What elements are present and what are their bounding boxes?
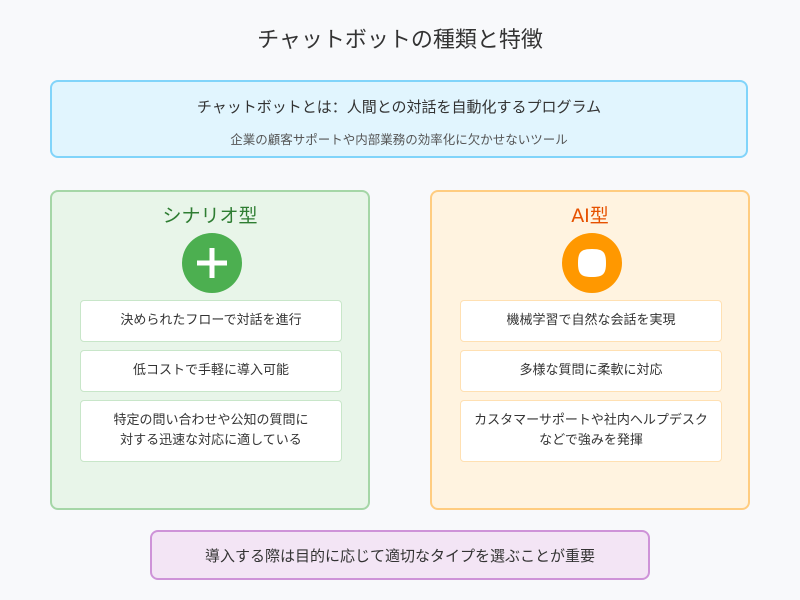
definition-box: チャットボットとは：人間との対話を自動化するプログラム 企業の顧客サポートや内部… <box>50 80 748 158</box>
circle-icon <box>562 233 622 293</box>
ai-feature-item: 多様な質問に柔軟に対応 <box>460 350 722 392</box>
scenario-feature-item: 特定の問い合わせや公知の質問に 対する迅速な対応に適している <box>80 400 342 462</box>
scenario-feature-item: 低コストで手軽に導入可能 <box>80 350 342 392</box>
page-title: チャットボットの種類と特徴 <box>257 28 543 53</box>
ai-feature-item: 機械学習で自然な会話を実現 <box>460 300 722 342</box>
conclusion-box: 導入する際は目的に応じて適切なタイプを選ぶことが重要 <box>150 530 650 580</box>
scenario-type-title: シナリオ型 <box>162 205 258 227</box>
ai-type-title: AI型 <box>571 205 609 227</box>
scenario-feature-item: 決められたフローで対話を進行 <box>80 300 342 342</box>
definition-main-text: チャットボットとは：人間との対話を自動化するプログラム <box>196 98 602 116</box>
ai-feature-item: カスタマーサポートや社内ヘルプデスク などで強みを発揮 <box>460 400 722 462</box>
definition-sub-text: 企業の顧客サポートや内部業務の効率化に欠かせないツール <box>230 132 568 147</box>
plus-icon <box>182 233 242 293</box>
ai-type-panel: AI型 機械学習で自然な会話を実現 多様な質問に柔軟に対応 カスタマーサポートや… <box>430 190 750 510</box>
scenario-type-panel: シナリオ型 決められたフローで対話を進行 低コストで手軽に導入可能 特定の問い合… <box>50 190 370 510</box>
